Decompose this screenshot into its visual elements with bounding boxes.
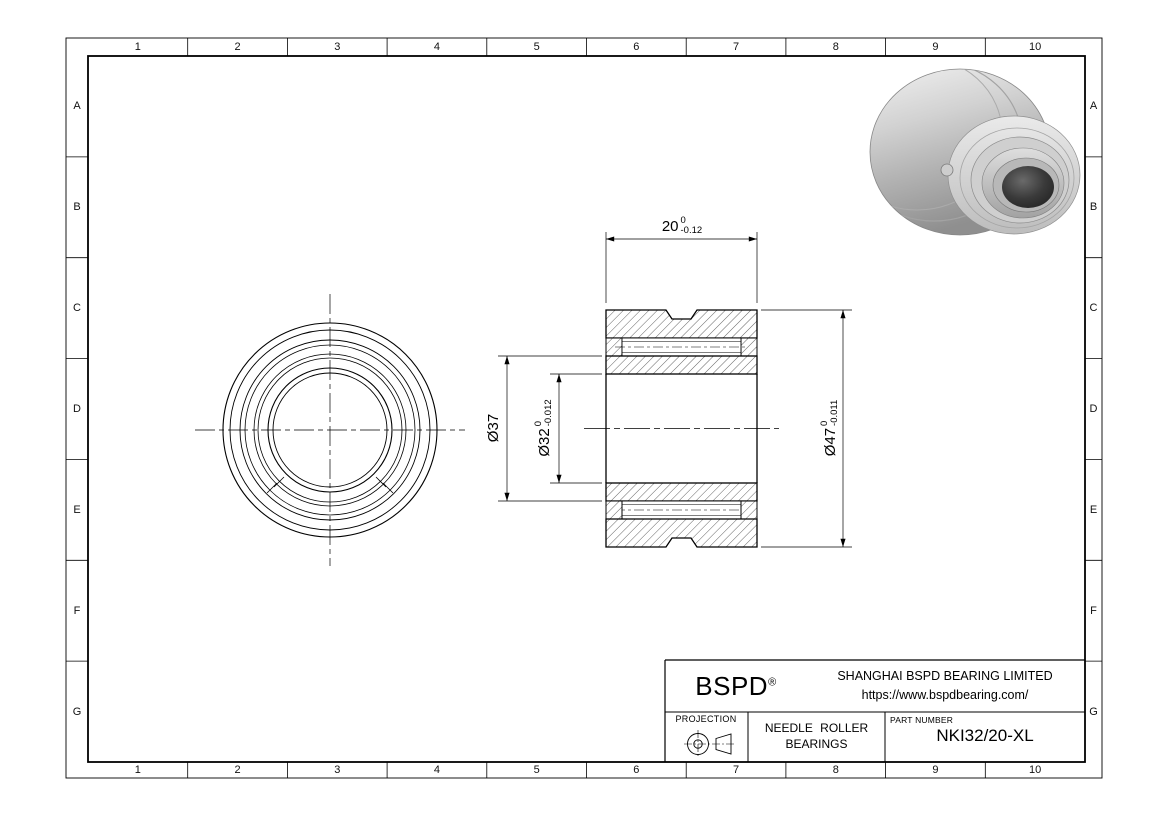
product-line1: NEEDLE ROLLER <box>764 721 869 736</box>
grid-label: 6 <box>633 41 640 53</box>
grid-label: 5 <box>533 764 540 776</box>
grid-label: G <box>1089 705 1098 718</box>
part-number-value: NKI32/20-XL <box>936 726 1034 745</box>
grid-label: 2 <box>234 41 241 53</box>
first-angle-projection-icon <box>684 730 736 758</box>
grid-label: D <box>73 403 81 415</box>
product-line2: BEARINGS <box>785 737 848 751</box>
part-number-label: PART NUMBER <box>890 715 954 725</box>
grid-label: 4 <box>433 764 441 776</box>
front-view-centerlines <box>195 294 465 566</box>
grid-label: B <box>73 201 81 214</box>
grid-label: B <box>1089 201 1098 214</box>
title-block-borders <box>664 659 1085 762</box>
grid-label: C <box>73 302 81 315</box>
grid-label: D <box>1089 403 1098 415</box>
grid-label: C <box>1089 302 1098 315</box>
grid-label: 4 <box>433 41 441 53</box>
dim-bore-text: Ø32 0 -0.012 <box>532 368 556 488</box>
flange-bottom-right <box>740 500 758 520</box>
company-website: https://www.bspdbearing.com/ <box>861 688 1029 702</box>
front-view <box>195 294 465 566</box>
grid-label: 9 <box>932 41 939 53</box>
grid-rows-left: A B C D E F G <box>66 56 88 762</box>
dimension-bore-diameter <box>550 373 602 484</box>
bore-opening <box>1002 166 1054 208</box>
grid-label: 8 <box>832 764 839 776</box>
grid-label: 5 <box>533 41 540 53</box>
dim-value: Ø37 <box>484 413 502 443</box>
registered-trademark-icon: ® <box>768 675 777 688</box>
grid-label: 3 <box>334 41 341 53</box>
company-name: SHANGHAI BSPD BEARING LIMITED <box>837 669 1053 684</box>
roller-marks <box>266 476 394 494</box>
oil-hole <box>940 163 954 177</box>
grid-label: 10 <box>1029 41 1042 53</box>
flange-bottom-left <box>605 500 623 520</box>
dim-tolerance: 0 -0.012 <box>533 399 554 427</box>
section-view <box>584 309 779 548</box>
grid-label: 6 <box>633 764 640 776</box>
title-block-header: BSPD® SHANGHAI BSPD BEARING LIMITED http… <box>666 661 1084 711</box>
dim-tolerance: 0 -0.011 <box>819 399 840 426</box>
dimension-outer-diameter <box>761 309 852 548</box>
dim-width-text: 20 0 -0.12 <box>617 213 747 239</box>
grid-ticks <box>66 38 1102 778</box>
grid-label: E <box>73 503 81 516</box>
dim-value: Ø47 <box>821 427 839 457</box>
dimension-raceway-diameter <box>498 355 602 502</box>
product-name: NEEDLE ROLLER BEARINGS <box>749 713 884 761</box>
dim-value: 20 <box>661 217 679 235</box>
bearing-3d-view <box>869 68 1081 236</box>
dimension-width <box>605 232 758 303</box>
inner-ring-bottom <box>605 482 758 502</box>
grid-label: 10 <box>1029 764 1042 776</box>
grid-label: 9 <box>932 764 939 776</box>
dim-value: Ø32 <box>535 428 553 457</box>
outer-ring-top <box>605 309 758 339</box>
grid-label: E <box>1089 503 1098 516</box>
grid-columns-top: 1 2 3 4 5 6 7 8 9 10 <box>88 38 1085 56</box>
grid-label: F <box>1090 604 1097 617</box>
outer-ring-bottom <box>605 518 758 548</box>
dim-tolerance: 0 -0.12 <box>680 215 703 236</box>
grid-label: 1 <box>134 764 141 776</box>
inner-ring-top <box>605 355 758 375</box>
grid-label: A <box>73 100 81 113</box>
grid-label: 3 <box>334 764 341 776</box>
company-info: SHANGHAI BSPD BEARING LIMITED https://ww… <box>806 667 1084 705</box>
grid-label: 2 <box>234 764 241 776</box>
grid-label: F <box>73 604 81 617</box>
grid-label: 1 <box>134 41 141 53</box>
grid-label: 7 <box>733 764 740 776</box>
dim-raceway-text: Ø37 <box>481 393 505 463</box>
grid-label: 8 <box>832 41 839 53</box>
brand-logo: BSPD® <box>695 670 777 701</box>
grid-label: A <box>1089 100 1098 113</box>
grid-label: G <box>72 705 82 718</box>
grid-rows-right: A B C D E F G <box>1085 56 1102 762</box>
grid-columns-bottom: 1 2 3 4 5 6 7 8 9 10 <box>88 762 1085 778</box>
projection-label: PROJECTION <box>675 714 737 724</box>
dim-od-text: Ø47 0 -0.011 <box>818 363 842 493</box>
grid-label: 7 <box>733 41 740 53</box>
